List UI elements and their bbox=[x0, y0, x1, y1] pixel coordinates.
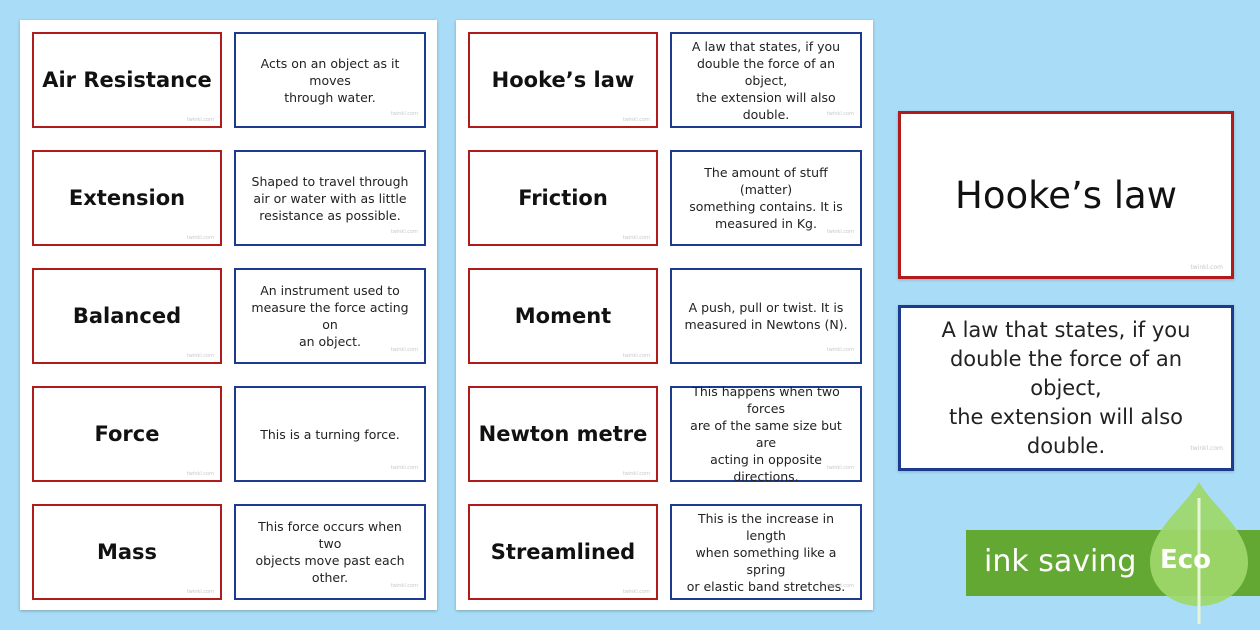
definition-line: when something like a spring bbox=[695, 544, 837, 577]
definition-line: measure the force acting on bbox=[251, 300, 409, 332]
definition-line: air or water with as little bbox=[253, 190, 407, 206]
watermark: twinkl.com bbox=[826, 229, 854, 235]
watermark: twinkl.com bbox=[1190, 264, 1223, 271]
watermark: twinkl.com bbox=[186, 353, 214, 359]
watermark: twinkl.com bbox=[826, 583, 854, 589]
watermark: twinkl.com bbox=[390, 347, 418, 353]
watermark: twinkl.com bbox=[390, 583, 418, 589]
definition-line: This is the increase in length bbox=[697, 510, 835, 543]
watermark: twinkl.com bbox=[390, 229, 418, 235]
term-label: Streamlined bbox=[490, 540, 636, 564]
definition-line: or elastic band stretches. bbox=[686, 578, 846, 594]
preview-definition-card: A law that states, if you double the for… bbox=[898, 305, 1234, 471]
term-card: Hooke’s law twinkl.com bbox=[468, 32, 658, 128]
definition-line: A law that states, if you bbox=[691, 38, 841, 54]
term-label: Force bbox=[94, 422, 160, 446]
definition-line: Acts on an object as it moves bbox=[260, 55, 400, 88]
leaf-icon bbox=[1150, 482, 1248, 624]
term-label: Newton metre bbox=[478, 422, 648, 446]
term-card: Streamlined twinkl.com bbox=[468, 504, 658, 600]
preview-definition-line: A law that states, if you bbox=[941, 317, 1191, 342]
term-card: Moment twinkl.com bbox=[468, 268, 658, 364]
definition-line: something contains. It is bbox=[689, 199, 843, 214]
watermark: twinkl.com bbox=[186, 589, 214, 595]
definition-line: acting in opposite directions. bbox=[710, 452, 822, 484]
ink-saving-text: ink saving bbox=[984, 544, 1137, 579]
watermark: twinkl.com bbox=[622, 589, 650, 595]
watermark: twinkl.com bbox=[826, 111, 854, 117]
preview-term: Hooke’s law bbox=[955, 173, 1177, 217]
definition-line: The amount of stuff (matter) bbox=[704, 165, 828, 197]
watermark: twinkl.com bbox=[390, 111, 418, 117]
term-card: Force twinkl.com bbox=[32, 386, 222, 482]
definition-line: This force occurs when two bbox=[258, 519, 402, 551]
watermark: twinkl.com bbox=[186, 471, 214, 477]
watermark: twinkl.com bbox=[622, 471, 650, 477]
definition-line: objects move past each other. bbox=[255, 553, 405, 585]
preview-definition-line: double the force of an object, bbox=[949, 346, 1183, 400]
term-label: Air Resistance bbox=[42, 68, 212, 92]
term-label: Hooke’s law bbox=[491, 68, 635, 92]
definition-line: an object. bbox=[298, 334, 362, 349]
term-label: Extension bbox=[68, 186, 186, 210]
watermark: twinkl.com bbox=[826, 347, 854, 353]
term-label: Friction bbox=[518, 186, 608, 210]
definition-card: The amount of stuff (matter) something co… bbox=[670, 150, 862, 246]
preview-definition-line: the extension will also double. bbox=[948, 404, 1184, 458]
definition-line: This happens when two forces bbox=[692, 384, 840, 416]
definition-line: This is a turning force. bbox=[260, 426, 400, 442]
term-card: Air Resistance twinkl.com bbox=[32, 32, 222, 128]
term-card: Mass twinkl.com bbox=[32, 504, 222, 600]
definition-line: through water. bbox=[284, 89, 376, 105]
definition-line: measured in Kg. bbox=[715, 216, 817, 231]
term-card: Friction twinkl.com bbox=[468, 150, 658, 246]
definition-card: An instrument used to measure the force a… bbox=[234, 268, 426, 364]
watermark: twinkl.com bbox=[186, 117, 214, 123]
term-label: Moment bbox=[514, 304, 612, 328]
term-label: Balanced bbox=[72, 304, 182, 328]
eco-badge-label: Eco bbox=[1160, 545, 1212, 575]
definition-line: An instrument used to bbox=[260, 283, 400, 298]
definition-line: double the force of an object, bbox=[696, 55, 836, 88]
watermark: twinkl.com bbox=[622, 353, 650, 359]
term-card: Newton metre twinkl.com bbox=[468, 386, 658, 482]
definition-card: This is a turning force. twinkl.com bbox=[234, 386, 426, 482]
term-label: Mass bbox=[96, 540, 158, 564]
definition-line: A push, pull or twist. It is bbox=[688, 300, 844, 315]
watermark: twinkl.com bbox=[186, 235, 214, 241]
watermark: twinkl.com bbox=[1190, 445, 1223, 452]
definition-line: Shaped to travel through bbox=[251, 173, 409, 189]
definition-card: A push, pull or twist. It is measured in … bbox=[670, 268, 862, 364]
definition-line: measured in Newtons (N). bbox=[684, 317, 848, 332]
watermark: twinkl.com bbox=[390, 465, 418, 471]
watermark: twinkl.com bbox=[826, 465, 854, 471]
term-card: Balanced twinkl.com bbox=[32, 268, 222, 364]
definition-line: the extension will also double. bbox=[696, 89, 836, 122]
definition-line: are of the same size but are bbox=[690, 418, 842, 450]
preview-term-card: Hooke’s law twinkl.com bbox=[898, 111, 1234, 279]
term-card: Extension twinkl.com bbox=[32, 150, 222, 246]
watermark: twinkl.com bbox=[622, 117, 650, 123]
watermark: twinkl.com bbox=[622, 235, 650, 241]
definition-line: resistance as possible. bbox=[259, 207, 401, 223]
